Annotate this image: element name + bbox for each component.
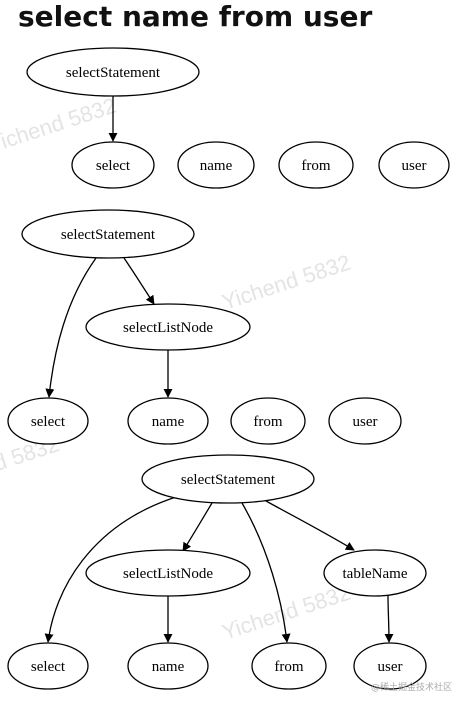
node-selectstatement: selectStatement bbox=[141, 454, 315, 504]
node-label: selectStatement bbox=[61, 227, 156, 243]
node-ellipse bbox=[127, 397, 209, 445]
node-label: name bbox=[152, 414, 185, 430]
edge-tableName-to-user bbox=[384, 595, 394, 643]
node-ellipse bbox=[251, 642, 327, 690]
edges-layer bbox=[44, 96, 394, 643]
node-from: from bbox=[230, 397, 306, 445]
node-label: tableName bbox=[343, 566, 408, 582]
footer-watermark: @稀土掘金技术社区 bbox=[371, 681, 452, 693]
node-selectstatement: selectStatement bbox=[26, 47, 200, 97]
node-select: select bbox=[71, 141, 155, 189]
node-ellipse bbox=[323, 549, 427, 597]
node-user: user bbox=[353, 642, 427, 690]
edge-selectStatement-to-selectListNode bbox=[182, 502, 213, 552]
nodes-layer: selectStatement select name from user selectS… bbox=[7, 47, 450, 690]
node-tablename: tableName bbox=[323, 549, 427, 597]
node-label: selectListNode bbox=[123, 566, 213, 582]
node-ellipse bbox=[26, 47, 200, 97]
node-ellipse bbox=[141, 454, 315, 504]
node-ellipse bbox=[353, 642, 427, 690]
node-selectlistnode: selectListNode bbox=[85, 303, 251, 351]
node-label: name bbox=[200, 158, 233, 174]
node-from: from bbox=[278, 141, 354, 189]
node-label: selectListNode bbox=[123, 320, 213, 336]
node-name: name bbox=[177, 141, 255, 189]
node-select: select bbox=[7, 397, 89, 445]
node-ellipse bbox=[71, 141, 155, 189]
node-select: select bbox=[7, 642, 89, 690]
node-label: from bbox=[274, 659, 303, 675]
node-ellipse bbox=[177, 141, 255, 189]
node-selectstatement: selectStatement bbox=[21, 209, 195, 259]
node-label: user bbox=[353, 414, 378, 430]
node-ellipse bbox=[7, 397, 89, 445]
edge-selectStatement-to-select bbox=[45, 257, 97, 398]
node-ellipse bbox=[230, 397, 306, 445]
node-ellipse bbox=[127, 642, 209, 690]
node-ellipse bbox=[278, 141, 354, 189]
node-label: name bbox=[152, 659, 185, 675]
node-label: select bbox=[96, 158, 131, 174]
node-ellipse bbox=[7, 642, 89, 690]
page-title: select name from user bbox=[18, 0, 373, 33]
node-ellipse bbox=[378, 141, 450, 189]
node-name: name bbox=[127, 642, 209, 690]
node-from: from bbox=[251, 642, 327, 690]
node-selectlistnode: selectListNode bbox=[85, 549, 251, 597]
node-label: user bbox=[402, 158, 427, 174]
node-label: from bbox=[253, 414, 282, 430]
node-label: from bbox=[301, 158, 330, 174]
watermark-text: Yichend 5832 bbox=[219, 250, 354, 315]
edge-selectStatement-to-select bbox=[44, 496, 177, 643]
node-ellipse bbox=[328, 397, 402, 445]
edge-selectStatement-to-tableName bbox=[265, 500, 355, 551]
node-user: user bbox=[328, 397, 402, 445]
edge-selectStatement-to-selectListNode bbox=[123, 257, 155, 305]
node-label: select bbox=[31, 659, 66, 675]
node-ellipse bbox=[85, 549, 251, 597]
node-label: selectStatement bbox=[181, 472, 276, 488]
node-ellipse bbox=[85, 303, 251, 351]
node-label: user bbox=[378, 659, 403, 675]
node-user: user bbox=[378, 141, 450, 189]
node-name: name bbox=[127, 397, 209, 445]
edge-selectStatement-to-from bbox=[241, 502, 291, 643]
node-label: select bbox=[31, 414, 66, 430]
node-ellipse bbox=[21, 209, 195, 259]
node-label: selectStatement bbox=[66, 65, 161, 81]
